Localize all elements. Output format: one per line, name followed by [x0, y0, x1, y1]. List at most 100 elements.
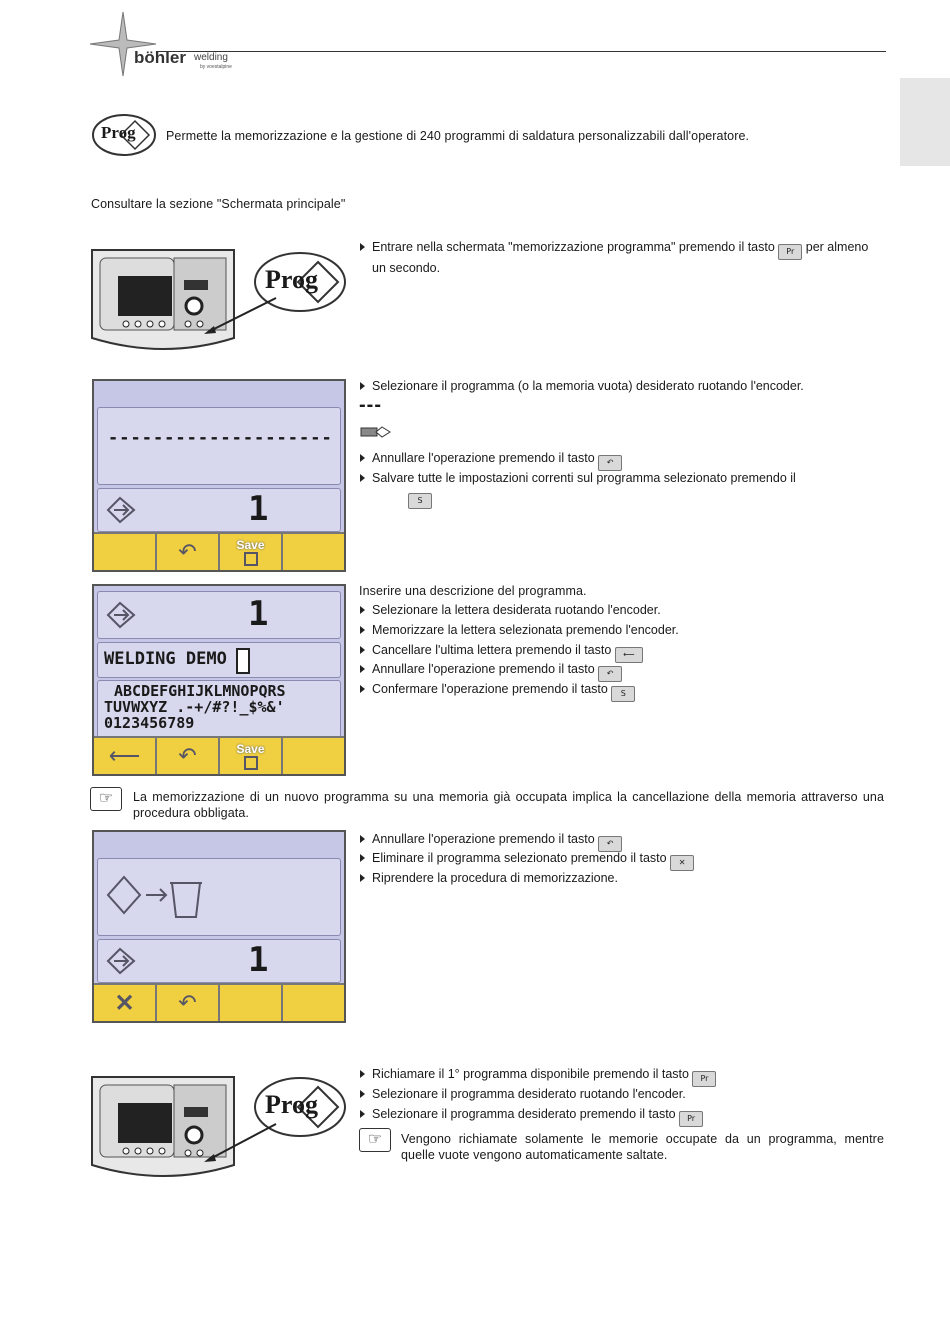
step4-bullet-2: Eliminare il programma selezionato preme… — [359, 850, 695, 871]
step3-heading: Inserire una descrizione del programma. — [359, 584, 587, 598]
lcd-number: 1 — [248, 594, 269, 634]
softkey-empty-4[interactable] — [220, 985, 283, 1021]
lcd-cursor — [236, 648, 250, 674]
header-rule — [158, 51, 886, 52]
close-icon: ✕ — [114, 989, 135, 1017]
prog-badge-icon: Prog — [91, 113, 157, 157]
lcd-delete-program: 1 ✕ ↶ — [92, 830, 346, 1023]
undo-icon: ↶ — [178, 539, 197, 564]
callout-arrow — [204, 297, 277, 334]
step5-text-3: Selezionare il programma desiderato prem… — [372, 1107, 676, 1121]
undo-key-icon-2: ↶ — [598, 666, 623, 682]
brand-logo: böhler welding by voestalpine — [88, 10, 248, 78]
softkey-cancel-2[interactable]: ↶ — [157, 738, 220, 774]
softkey-empty-2[interactable] — [283, 534, 344, 570]
step3-bullet-4: Annullare l'operazione premendo il tasto… — [359, 661, 623, 682]
lcd-select-program: -------------------- 1 ↶ Save — [92, 379, 346, 572]
step3-bullet-1: Selezionare la lettera desiderata ruotan… — [360, 603, 661, 617]
undo-icon-3: ↶ — [178, 990, 197, 1015]
step2-bullet-1: Selezionare il programma (o la memoria v… — [360, 378, 884, 394]
prog-callout-icon: Prog — [252, 250, 348, 314]
softkey-empty[interactable] — [94, 534, 157, 570]
lcd-charset-panel: ABCDEFGHIJKLMNOPQRS TUVWXYZ .-+/#?!_$%&'… — [97, 680, 341, 738]
step3-bullet-5: Confermare l'operazione premendo il tast… — [359, 681, 636, 702]
lcd-button-bar-2: ⟵ ↶ Save — [94, 736, 344, 774]
softkey-cancel-3[interactable]: ↶ — [157, 985, 220, 1021]
floppy-icon — [243, 552, 258, 566]
lcd-delete-panel — [97, 858, 341, 936]
softkey-backspace[interactable]: ⟵ — [94, 738, 157, 774]
brand-sub: welding — [194, 52, 228, 63]
softkey-empty-5[interactable] — [283, 985, 344, 1021]
softkey-save-2[interactable]: Save — [220, 738, 283, 774]
step4-bullet-3: Riprendere la procedura di memorizzazion… — [360, 871, 618, 885]
memory-icon-3 — [106, 947, 136, 975]
softkey-save[interactable]: Save — [220, 534, 283, 570]
pointing-hand-icon: ☞ — [90, 787, 122, 811]
backspace-key-icon: ⟵ — [614, 647, 643, 663]
step5-note: Vengono richiamate solamente le memorie … — [401, 1132, 884, 1162]
side-tab — [900, 78, 950, 166]
prog-callout-label: Prog — [265, 265, 318, 294]
step1-text: Entrare nella schermata "memorizzazione … — [372, 240, 775, 254]
softkey-delete[interactable]: ✕ — [94, 985, 157, 1021]
undo-key-icon-3: ↶ — [598, 836, 623, 852]
step5-bullet-3: Selezionare il programma desiderato prem… — [359, 1106, 704, 1127]
step5-bullet-1: Richiamare il 1° programma disponibile p… — [359, 1066, 717, 1087]
step5-bullet-2: Selezionare il programma desiderato ruot… — [360, 1087, 686, 1101]
lcd-button-bar: ↶ Save — [94, 532, 344, 570]
backspace-icon: ⟵ — [108, 743, 141, 768]
prog-key-icon-2: Pr — [692, 1071, 717, 1087]
dash-legend: --- — [359, 394, 382, 416]
prog-key-icon-3: Pr — [679, 1111, 704, 1127]
step2-bullet-2: Annullare l'operazione premendo il tasto… — [360, 450, 884, 471]
delete-key-icon: ✕ — [670, 855, 695, 871]
save-key-icon-2: S — [611, 686, 636, 702]
softkey-empty-3[interactable] — [283, 738, 344, 774]
lcd-program-name-panel: -------------------- — [97, 407, 341, 485]
encoder-legend-icon — [360, 425, 392, 439]
step1-text-post: per almeno un secondo. — [372, 240, 869, 275]
lcd-name-panel: WELDING DEMO — [97, 642, 341, 678]
memory-to-trash-icon — [106, 875, 202, 918]
save-label: Save — [236, 538, 265, 552]
lcd-program-number: 1 — [248, 489, 269, 529]
intro-text: Permette la memorizzazione e la gestione… — [166, 129, 750, 143]
save-key-icon: S — [408, 493, 432, 509]
prog-key-icon: Pr — [778, 244, 803, 260]
charset-line-2: TUVWXYZ .-+/#?!_$%&' — [104, 698, 285, 716]
step3-text-5: Confermare l'operazione premendo il tast… — [372, 682, 608, 696]
save-label-2: Save — [236, 742, 265, 756]
callout-arrow-2 — [204, 1123, 277, 1162]
step5-text-1: Richiamare il 1° programma disponibile p… — [372, 1067, 689, 1081]
lcd-button-bar-3: ✕ ↶ — [94, 983, 344, 1021]
undo-icon-2: ↶ — [178, 743, 197, 768]
lcd-number-panel: 1 — [97, 591, 341, 639]
prog-callout-icon-2: Prog — [252, 1075, 348, 1139]
step3-text-3: Cancellare l'ultima lettera premendo il … — [372, 643, 612, 657]
softkey-cancel[interactable]: ↶ — [157, 534, 220, 570]
welder-panel-device — [90, 248, 236, 354]
step2-bullet-3: Salvare tutte le impostazioni correnti s… — [360, 470, 884, 486]
undo-key-icon: ↶ — [598, 455, 623, 471]
lcd-name-value: WELDING DEMO — [104, 649, 227, 669]
lcd-number-2: 1 — [248, 940, 269, 980]
charset-line-3: 0123456789 — [104, 714, 195, 732]
step2-text-2: Annullare l'operazione premendo il tasto — [372, 451, 595, 465]
step4-text-1: Annullare l'operazione premendo il tasto — [372, 832, 595, 846]
welder-panel-device-2 — [90, 1075, 236, 1181]
prog-callout-label-2: Prog — [265, 1090, 318, 1119]
step1-bullet: Entrare nella schermata "memorizzazione … — [360, 239, 884, 276]
step4-text-2: Eliminare il programma selezionato preme… — [372, 851, 667, 865]
memory-icon-2 — [106, 601, 136, 629]
step3-text-4: Annullare l'operazione premendo il tasto — [372, 662, 595, 676]
lcd-program-number-panel: 1 — [97, 488, 341, 532]
step3-bullet-2: Memorizzare la lettera selezionata preme… — [360, 623, 679, 637]
brand-name: böhler — [134, 48, 186, 67]
step3-bullet-3: Cancellare l'ultima lettera premendo il … — [360, 642, 643, 663]
lcd-dashes: -------------------- — [108, 428, 333, 448]
note-1: La memorizzazione di un nuovo programma … — [133, 790, 884, 820]
lcd-program-description: 1 WELDING DEMO ABCDEFGHIJKLMNOPQRS TUVWX… — [92, 584, 346, 776]
memory-icon — [106, 496, 136, 524]
prog-badge-label: Prog — [101, 123, 136, 142]
